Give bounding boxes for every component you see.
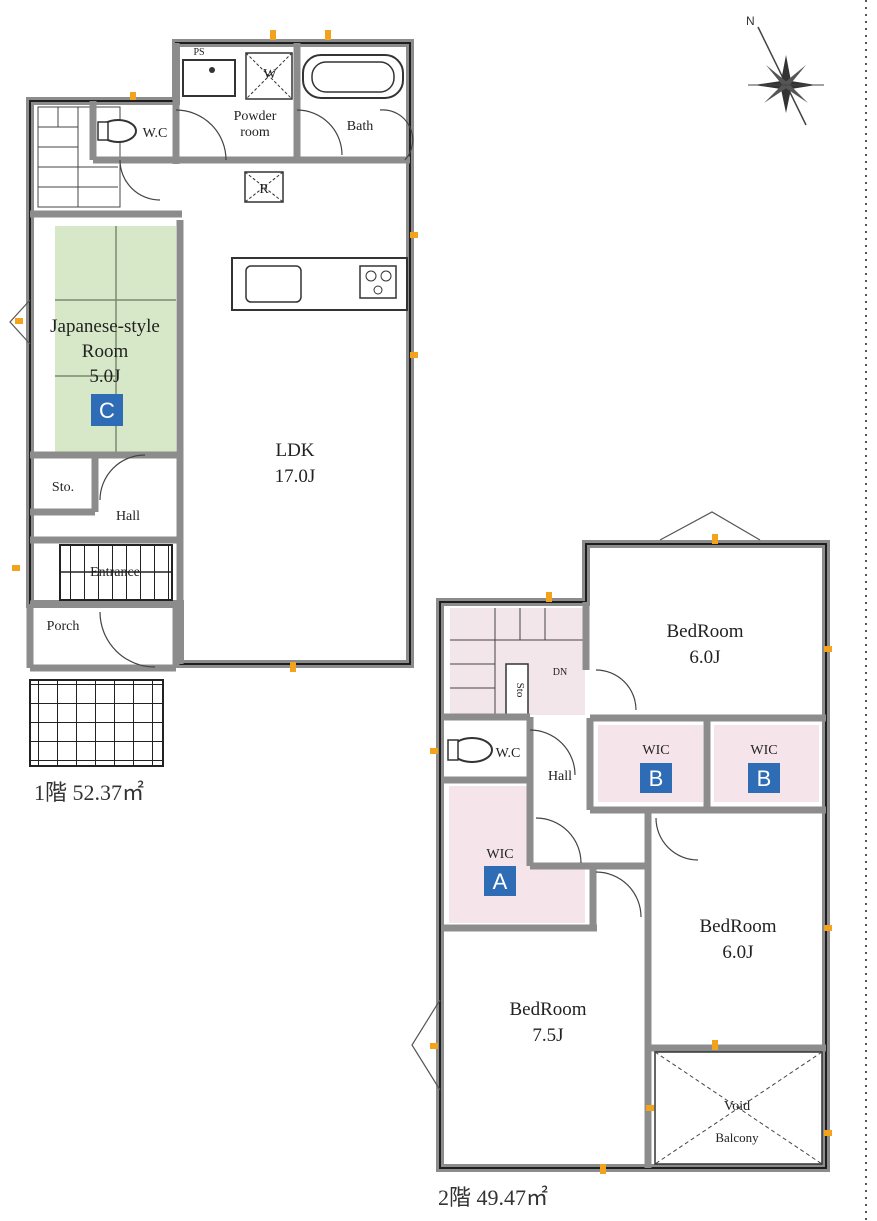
porch-label: Porch bbox=[47, 619, 80, 634]
bedroom-w-label: BedRoom bbox=[509, 999, 586, 1020]
balcony-label: Balcony bbox=[715, 1130, 759, 1145]
void-label: Void bbox=[724, 1099, 750, 1114]
ps-label: PS bbox=[193, 47, 204, 58]
sto-label: Sto. bbox=[52, 480, 74, 495]
bedroom-e-label: BedRoom bbox=[699, 916, 776, 937]
badge-b1-label: B bbox=[649, 766, 664, 791]
hall-2-label: Hall bbox=[548, 769, 572, 784]
wc-label: W.C bbox=[143, 126, 168, 141]
bedroom-e-size: 6.0J bbox=[722, 942, 753, 963]
floor-2-caption: 2階 49.47㎡ bbox=[438, 1185, 549, 1210]
powder-label: Powder bbox=[234, 109, 277, 124]
wic-a-label: WIC bbox=[486, 847, 513, 862]
wic-b2-label: WIC bbox=[750, 743, 777, 758]
badge-b2-label: B bbox=[757, 766, 772, 791]
badge-c bbox=[91, 394, 123, 426]
dn-label: DN bbox=[553, 667, 567, 678]
floor-1-caption: 1階 52.37㎡ bbox=[34, 780, 145, 805]
bedroom-ne-size: 6.0J bbox=[689, 647, 720, 668]
w-label: W bbox=[263, 67, 277, 82]
wic-b1-label: WIC bbox=[642, 743, 669, 758]
japanese-room-label-2: Room bbox=[82, 341, 129, 362]
entrance-label: Entrance bbox=[90, 565, 140, 580]
floor-1 bbox=[9, 30, 418, 767]
powder-label-2: room bbox=[240, 125, 270, 140]
badge-a bbox=[484, 866, 516, 896]
compass-icon: N bbox=[746, 14, 824, 126]
bath-label: Bath bbox=[347, 119, 373, 134]
bedroom-ne-label: BedRoom bbox=[666, 621, 743, 642]
badge-b2 bbox=[748, 763, 780, 793]
bedroom-w-size: 7.5J bbox=[532, 1025, 563, 1046]
svg-text:N: N bbox=[746, 14, 755, 28]
japanese-room-size: 5.0J bbox=[89, 366, 120, 387]
badge-a-label: A bbox=[493, 869, 508, 894]
ldk-size: 17.0J bbox=[275, 466, 316, 487]
hall-label: Hall bbox=[116, 509, 140, 524]
r-label: R bbox=[259, 182, 269, 197]
wic-a-fill bbox=[449, 786, 585, 923]
ldk-label: LDK bbox=[275, 440, 314, 461]
badge-c-label: C bbox=[99, 398, 115, 423]
sto-2-label: Sto bbox=[514, 683, 526, 698]
badge-b1 bbox=[640, 763, 672, 793]
floor-2 bbox=[411, 511, 832, 1174]
porch-tiles bbox=[29, 679, 164, 767]
japanese-room-label: Japanese-style bbox=[50, 316, 160, 337]
wc-2-label: W.C bbox=[496, 746, 521, 761]
